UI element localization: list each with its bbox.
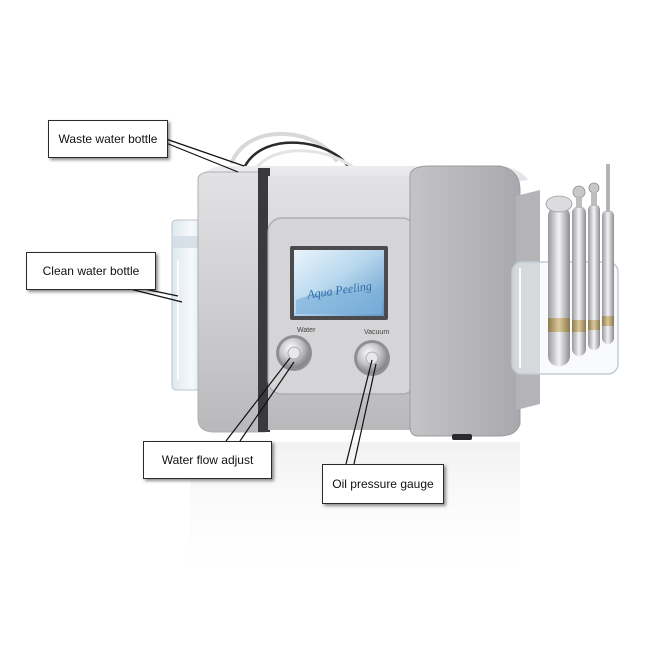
handpiece-4 (602, 164, 614, 344)
vacuum-knob (354, 340, 390, 376)
vacuum-knob-label: Vacuum (364, 329, 389, 336)
flow-leader-1 (225, 357, 291, 442)
machine-strap (258, 168, 270, 432)
callout-clean-water-bottle: Clean water bottle (26, 252, 156, 290)
touch-screen: Aqua Peeling (290, 246, 388, 320)
machine-foot (452, 434, 472, 440)
oil-leader-1 (345, 359, 373, 465)
handpieces (545, 164, 614, 366)
callout-water-flow-adjust: Water flow adjust (143, 441, 272, 479)
handpiece-2 (572, 185, 586, 356)
oil-leader-2 (353, 363, 377, 465)
flow-leader-2 (239, 361, 295, 442)
water-knob (276, 335, 312, 371)
waste-leader-1 (165, 138, 245, 167)
water-knob-label: Water (297, 327, 316, 334)
machine-left-panel (197, 171, 266, 433)
callout-waste-water-bottle: Waste water bottle (48, 120, 168, 158)
tubes (230, 131, 358, 172)
waste-leader-2 (165, 142, 239, 173)
handpiece-3 (588, 182, 600, 350)
callout-oil-pressure-gauge: Oil pressure gauge (322, 464, 444, 504)
handpiece-1 (545, 195, 573, 366)
